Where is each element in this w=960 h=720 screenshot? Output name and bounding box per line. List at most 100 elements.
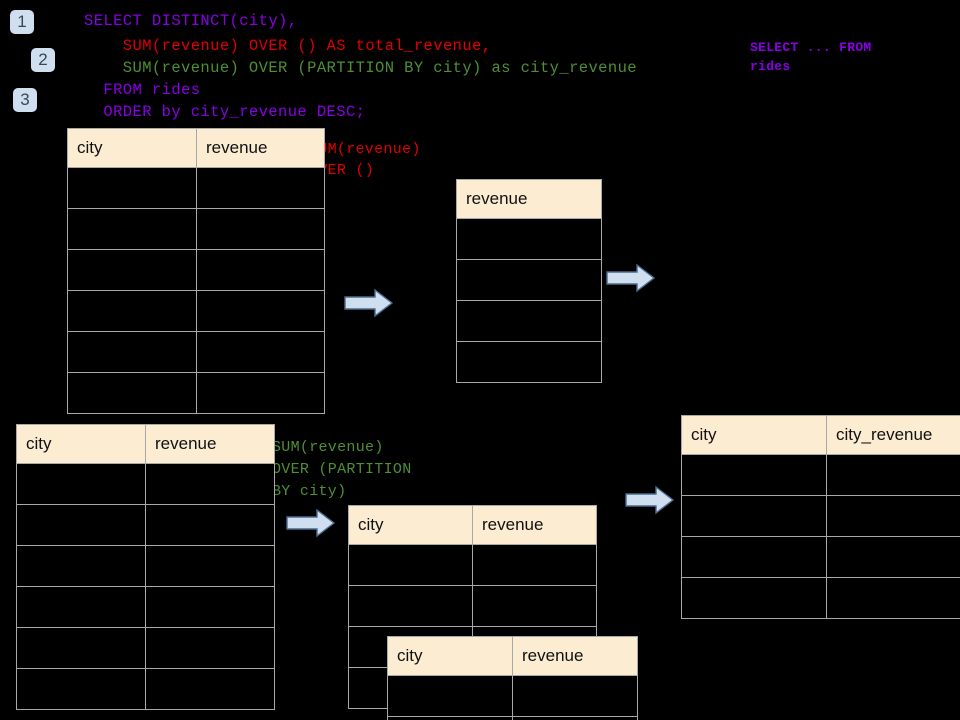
table-cell (67, 249, 197, 291)
table-cell (348, 544, 473, 586)
table-row (456, 300, 602, 342)
table-header-row: city revenue (67, 128, 325, 168)
table-row (67, 290, 325, 332)
table-body (16, 463, 275, 710)
table-cell (145, 504, 275, 546)
table-cell (472, 585, 597, 627)
table-header-row: city city_revenue (681, 415, 960, 455)
step-badge-3: 3 (13, 88, 37, 112)
table-cell (826, 454, 960, 496)
table-body (456, 218, 602, 383)
table-header-row: revenue (456, 179, 602, 219)
table-row (456, 259, 602, 301)
table-source-bottom: city revenue (16, 424, 275, 710)
table-cell (512, 675, 638, 717)
table-cell (456, 341, 602, 383)
table-row (67, 331, 325, 373)
table-row (456, 218, 602, 260)
table-row (16, 627, 275, 669)
table-row (67, 167, 325, 209)
table-total-revenue: revenue (456, 179, 602, 383)
table-cell (196, 167, 325, 209)
table-cell (826, 577, 960, 619)
column-header-revenue: revenue (472, 505, 597, 545)
column-header-city: city (348, 505, 473, 545)
annotation-select-from: SELECT ... FROM rides (750, 40, 872, 74)
table-header-row: city revenue (387, 636, 638, 676)
sql-line-city-revenue: SUM(revenue) OVER (PARTITION BY city) as… (84, 59, 637, 77)
table-cell (16, 586, 146, 628)
arrow-partition-to-result (625, 485, 675, 515)
table-row (348, 544, 597, 586)
table-cell (826, 495, 960, 537)
table-body (681, 454, 960, 619)
table-row (387, 675, 638, 717)
table-row (67, 208, 325, 250)
table-cell (472, 544, 597, 586)
annotation-sum-over-empty: SUM(revenue) OVER () (309, 141, 421, 179)
table-cell (67, 167, 197, 209)
table-row (67, 372, 325, 414)
sql-line-select: SELECT DISTINCT(city), (84, 12, 298, 30)
column-header-revenue: revenue (456, 179, 602, 219)
table-row (67, 249, 325, 291)
table-cell (145, 668, 275, 710)
sql-line-from: FROM rides (84, 81, 201, 99)
table-cell (196, 208, 325, 250)
table-cell (348, 585, 473, 627)
column-header-revenue: revenue (196, 128, 325, 168)
table-row (387, 716, 638, 720)
table-header-row: city revenue (348, 505, 597, 545)
table-header-row: city revenue (16, 424, 275, 464)
table-cell (387, 675, 513, 717)
column-header-revenue: revenue (512, 636, 638, 676)
table-cell (826, 536, 960, 578)
annotation-sum-over-partition: SUM(revenue) OVER (PARTITION BY city) (272, 439, 412, 500)
table-cell (456, 300, 602, 342)
table-row (16, 586, 275, 628)
table-cell (67, 372, 197, 414)
table-cell (16, 504, 146, 546)
table-cell (196, 290, 325, 332)
table-partition-front: city revenue (387, 636, 638, 720)
column-header-revenue: revenue (145, 424, 275, 464)
table-result: city city_revenue (681, 415, 960, 619)
table-cell (681, 536, 827, 578)
table-row (16, 463, 275, 505)
table-cell (196, 372, 325, 414)
table-cell (145, 463, 275, 505)
table-cell (512, 716, 638, 720)
table-row (16, 504, 275, 546)
table-cell (67, 331, 197, 373)
table-cell (681, 495, 827, 537)
step-badge-2: 2 (31, 48, 55, 72)
column-header-city-revenue: city_revenue (826, 415, 960, 455)
table-row (681, 454, 960, 496)
table-row (456, 341, 602, 383)
table-cell (196, 249, 325, 291)
column-header-city: city (681, 415, 827, 455)
table-cell (681, 577, 827, 619)
table-row (681, 536, 960, 578)
table-body (387, 675, 638, 720)
table-cell (16, 463, 146, 505)
table-cell (67, 208, 197, 250)
table-row (348, 585, 597, 627)
table-cell (145, 627, 275, 669)
table-source-top: city revenue (67, 128, 325, 414)
sql-line-total-revenue: SUM(revenue) OVER () AS total_revenue, (84, 37, 492, 55)
table-cell (16, 545, 146, 587)
table-cell (196, 331, 325, 373)
column-header-city: city (387, 636, 513, 676)
table-cell (456, 218, 602, 260)
table-cell (16, 627, 146, 669)
arrow-total-to-result (606, 263, 656, 293)
column-header-city: city (67, 128, 197, 168)
step-badge-1: 1 (10, 10, 34, 34)
table-row (16, 668, 275, 710)
table-cell (67, 290, 197, 332)
table-cell (387, 716, 513, 720)
column-header-city: city (16, 424, 146, 464)
arrow-source-to-total (344, 288, 394, 318)
arrow-source-to-partition (286, 508, 336, 538)
